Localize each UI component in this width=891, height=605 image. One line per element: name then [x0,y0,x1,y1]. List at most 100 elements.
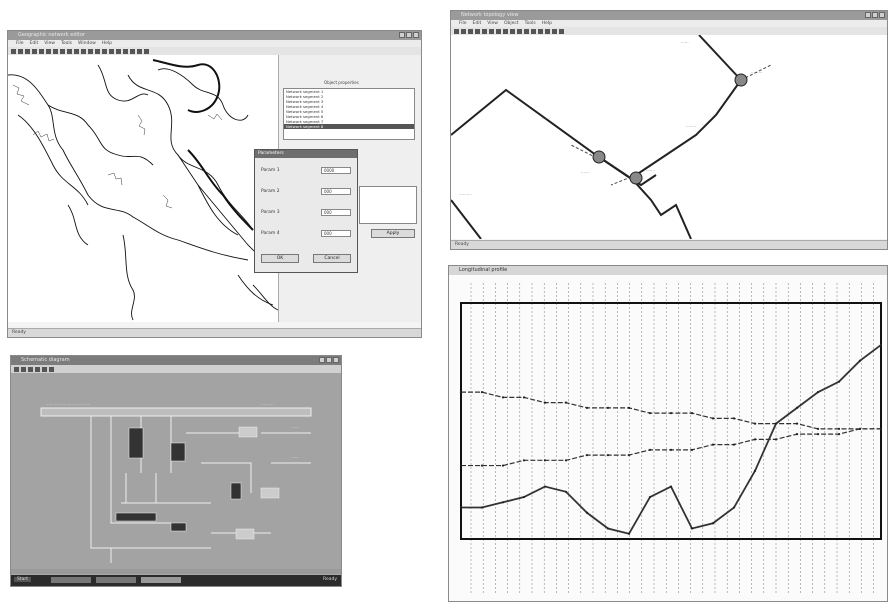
param-input[interactable]: 0000 [321,167,351,174]
minimize-button[interactable] [319,357,325,363]
data-point [711,443,715,446]
zoom-in-icon[interactable] [67,48,72,54]
list-item[interactable]: Network segment 7 [286,119,324,124]
menu-tools[interactable]: Tools [60,41,73,46]
menu-edit[interactable]: Edit [29,41,39,46]
refresh-icon[interactable] [538,28,543,34]
undo-icon[interactable] [60,48,65,54]
zoom-out-icon[interactable] [49,366,54,372]
new-icon[interactable] [454,28,459,34]
menu-help[interactable]: Help [541,21,552,26]
menu-edit[interactable]: Edit [472,21,482,26]
menu-view[interactable]: View [487,21,498,26]
network-node[interactable] [629,171,643,185]
maximize-button[interactable] [406,32,412,38]
menu-file[interactable]: File [16,41,24,46]
start-button[interactable]: Start [14,577,31,582]
layers-icon[interactable] [116,48,121,54]
param-input[interactable]: 000 [321,188,351,195]
network-node[interactable] [592,150,606,164]
list-item[interactable]: Network segment 4 [286,104,324,109]
pan-icon[interactable] [81,48,86,54]
schematic-window-titlebar[interactable]: Schematic diagram [11,356,341,365]
close-button[interactable] [879,12,885,18]
save-icon[interactable] [468,28,473,34]
node-icon[interactable] [102,48,107,54]
param-row: Param 3 000 [261,209,351,217]
network-node[interactable] [734,73,748,87]
list-item[interactable]: Network segment 5 [286,109,324,114]
zoom-in-icon[interactable] [482,28,487,34]
zoom-out-icon[interactable] [74,48,79,54]
settings-icon[interactable] [559,28,564,34]
list-item[interactable]: Network segment 6 [286,114,324,119]
maximize-button[interactable] [326,357,332,363]
zoom-out-icon[interactable] [489,28,494,34]
menu-window[interactable]: Window [78,41,96,46]
measure-icon[interactable] [109,48,114,54]
open-icon[interactable] [21,366,26,372]
taskbar-item[interactable] [51,577,91,583]
taskbar-item[interactable] [141,577,181,583]
settings-icon[interactable] [144,48,149,54]
network-canvas[interactable]: ......... ........ ....... ....... .....… [451,35,887,239]
info-icon[interactable] [130,48,135,54]
list-item[interactable]: Network segment 2 [286,94,324,99]
menu-file[interactable]: File [459,21,467,26]
map-window-titlebar[interactable]: Geographic network editor [8,31,421,40]
open-icon[interactable] [18,48,23,54]
paste-icon[interactable] [53,48,58,54]
print-icon[interactable] [35,366,40,372]
layers-icon[interactable] [531,28,536,34]
profile-window-titlebar[interactable]: Longitudinal profile [449,266,887,275]
search-icon[interactable] [552,28,557,34]
print-icon[interactable] [475,28,480,34]
save-icon[interactable] [28,366,33,372]
list-item[interactable]: Network segment 3 [286,99,324,104]
apply-button[interactable]: Apply [371,229,415,238]
param-input[interactable]: 000 [321,209,351,216]
notes-box[interactable] [359,186,417,224]
data-point [858,359,862,362]
minimize-button[interactable] [865,12,871,18]
minimize-button[interactable] [399,32,405,38]
copy-icon[interactable] [46,48,51,54]
ok-button[interactable]: OK [261,254,299,263]
pan-icon[interactable] [496,28,501,34]
maximize-button[interactable] [872,12,878,18]
profile-canvas[interactable] [449,275,887,601]
print-icon[interactable] [32,48,37,54]
line-icon[interactable] [95,48,100,54]
menu-view[interactable]: View [44,41,55,46]
select-icon[interactable] [88,48,93,54]
cut-icon[interactable] [39,48,44,54]
map-canvas[interactable] [8,55,278,322]
data-point [732,506,736,509]
list-item[interactable]: Network segment 1 [286,89,324,94]
cancel-button[interactable]: Cancel [313,254,351,263]
param-input[interactable]: 000 [321,230,351,237]
info-icon[interactable] [545,28,550,34]
menu-object[interactable]: Object [503,21,519,26]
zoom-in-icon[interactable] [42,366,47,372]
save-icon[interactable] [25,48,30,54]
node-icon[interactable] [517,28,522,34]
search-icon[interactable] [137,48,142,54]
segment-list[interactable]: Network segment 1 Network segment 2 Netw… [283,88,415,140]
open-icon[interactable] [461,28,466,34]
close-button[interactable] [333,357,339,363]
line-icon[interactable] [510,28,515,34]
close-button[interactable] [413,32,419,38]
network-window-titlebar[interactable]: Network topology view [451,11,887,20]
measure-icon[interactable] [524,28,529,34]
schematic-canvas[interactable]: ................................... ....… [11,373,341,569]
list-item-selected[interactable]: Network segment 8 [284,124,414,129]
data-point [627,532,631,535]
refresh-icon[interactable] [123,48,128,54]
new-icon[interactable] [14,366,19,372]
select-icon[interactable] [503,28,508,34]
menu-help[interactable]: Help [101,41,113,46]
menu-tools[interactable]: Tools [524,21,536,26]
new-icon[interactable] [11,48,16,54]
taskbar-item[interactable] [96,577,136,583]
